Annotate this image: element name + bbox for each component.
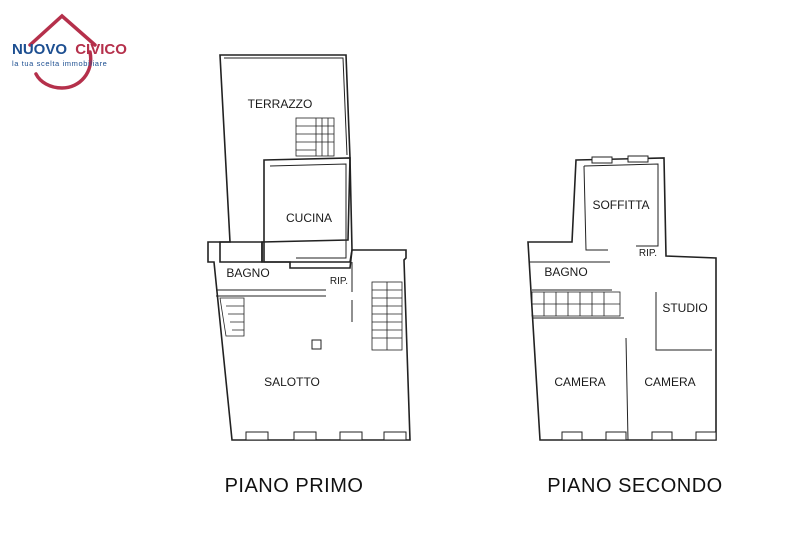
windows-primo bbox=[245, 431, 407, 441]
room-label-terrazzo: TERRAZZO bbox=[248, 97, 313, 111]
room-label-studio: STUDIO bbox=[662, 301, 707, 315]
stair-salotto-right bbox=[371, 281, 403, 351]
house-roof-icon bbox=[28, 13, 97, 90]
internal-walls bbox=[530, 261, 712, 441]
main-body-walls bbox=[207, 241, 411, 441]
room-label-camera-2: CAMERA bbox=[644, 375, 695, 389]
column-square bbox=[311, 339, 322, 350]
floor-plan-primo: TERRAZZO CUCINA BAGNO RIP. SALOTTO PIANO… bbox=[207, 54, 411, 497]
soffitta-walls bbox=[583, 163, 659, 251]
room-label-bagno: BAGNO bbox=[226, 266, 269, 280]
room-label-soffitta: SOFFITTA bbox=[592, 198, 649, 212]
internal-walls bbox=[216, 262, 353, 322]
room-label-rip: RIP. bbox=[639, 248, 657, 259]
stair-terrace bbox=[295, 117, 335, 157]
floor-plan-secondo: SOFFITTA RIP. BAGNO STUDIO CAMERA CAMERA… bbox=[527, 155, 722, 497]
cucina-inner-wall bbox=[269, 163, 347, 259]
svg-text:NUOVO CIVICO: NUOVO CIVICO bbox=[12, 41, 127, 58]
stair-salotto-left bbox=[219, 297, 245, 337]
room-label-cucina: CUCINA bbox=[286, 211, 332, 225]
brand-tagline: la tua scelta immobiliare bbox=[12, 59, 107, 68]
room-label-camera-1: CAMERA bbox=[554, 375, 605, 389]
terrazzo-inner-wall bbox=[224, 57, 348, 156]
room-label-bagno: BAGNO bbox=[544, 265, 587, 279]
brand-name-part1: NUOVO bbox=[12, 41, 67, 58]
floor-title-primo: PIANO PRIMO bbox=[225, 475, 364, 497]
room-label-salotto: SALOTTO bbox=[264, 375, 320, 389]
windows-secondo bbox=[561, 155, 717, 441]
brand-logo: NUOVO CIVICO la tua scelta immobiliare bbox=[12, 13, 127, 90]
stair-secondo bbox=[531, 291, 621, 317]
floor-title-secondo: PIANO SECONDO bbox=[547, 475, 722, 497]
brand-name-part2: CIVICO bbox=[75, 41, 127, 58]
room-label-rip: RIP. bbox=[330, 276, 348, 287]
